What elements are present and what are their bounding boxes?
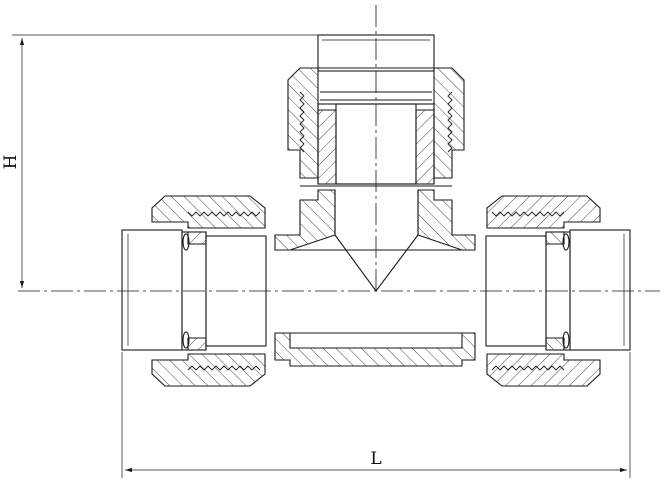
dimension-h-label: H — [1, 155, 21, 170]
dimension-l-label: L — [370, 449, 381, 469]
dimension-l: L — [121, 352, 631, 478]
dimension-h: H — [1, 34, 318, 288]
right-run-connector — [485, 195, 631, 387]
tee-body — [274, 189, 476, 367]
left-run-connector — [121, 195, 267, 387]
top-branch-connector — [287, 34, 465, 187]
